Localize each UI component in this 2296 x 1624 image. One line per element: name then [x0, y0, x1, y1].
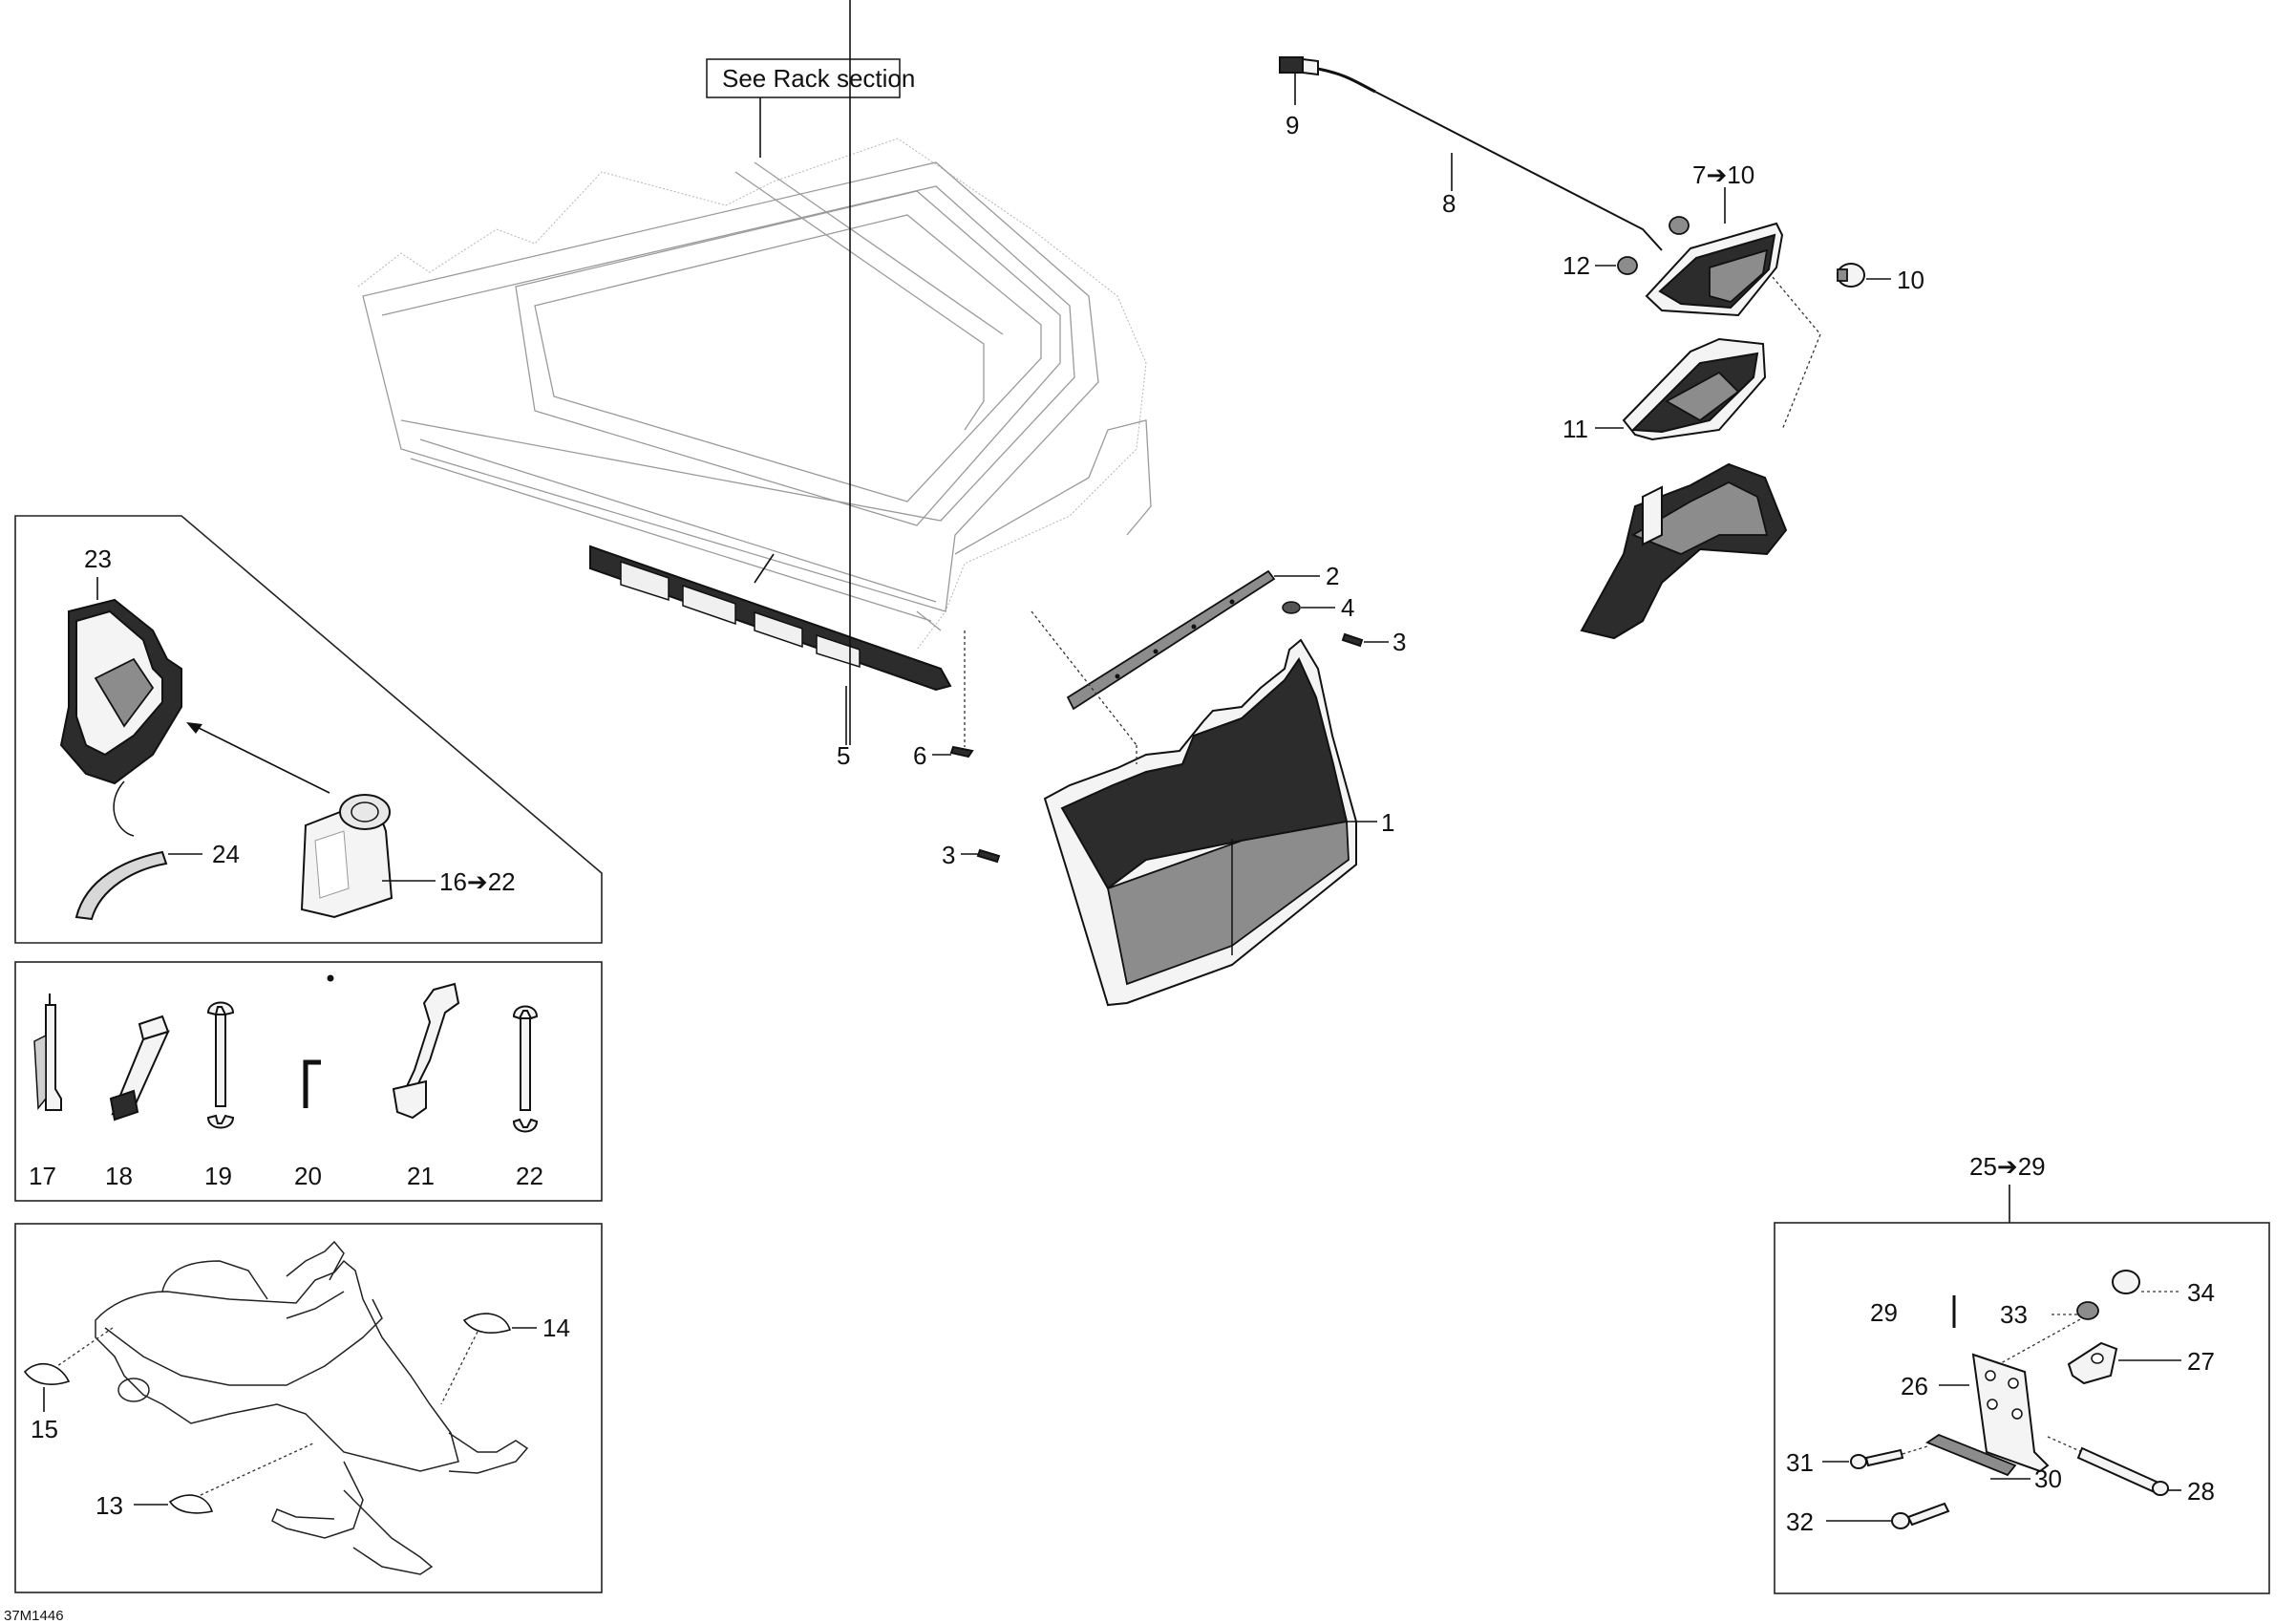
callout-9: 9	[1286, 111, 1299, 139]
tunnel-ghost-outline	[357, 138, 1152, 651]
callout-32: 32	[1786, 1507, 1814, 1536]
part-33-nut	[2052, 1301, 2099, 1320]
part-1-snowflap	[1043, 638, 1377, 1007]
part-14-decal	[462, 1313, 537, 1334]
part-12-grommet	[1595, 216, 1690, 275]
part-23-toolkit-holder	[59, 577, 182, 785]
part-28-bolt	[2047, 1436, 2181, 1496]
callout-22: 22	[516, 1162, 543, 1190]
part-4-washer	[1282, 601, 1335, 614]
part-19-wrench	[206, 1001, 235, 1129]
callout-19: 19	[204, 1162, 232, 1190]
part-22-wrench	[512, 1005, 539, 1133]
part-27-bracket	[2067, 1341, 2181, 1385]
callout-20: 20	[294, 1162, 322, 1190]
part-13-decal	[134, 1494, 214, 1514]
callout-12: 12	[1563, 251, 1590, 280]
callout-3a: 3	[1392, 628, 1406, 656]
callout-14: 14	[542, 1314, 570, 1342]
callout-23: 23	[84, 545, 112, 573]
callout-27: 27	[2187, 1347, 2215, 1376]
callout-8: 8	[1442, 189, 1456, 218]
callout-6: 6	[913, 741, 926, 770]
callout-28: 28	[2187, 1477, 2215, 1506]
taillight-bracket	[1580, 462, 1788, 640]
callout-15: 15	[31, 1415, 58, 1443]
callout-34: 34	[2187, 1278, 2215, 1307]
part-18-socket	[109, 1015, 170, 1122]
part-17-screwdriver	[33, 994, 62, 1111]
callout-7-10: 7➔10	[1692, 160, 1754, 189]
callout-16-22: 16➔22	[439, 867, 516, 896]
callout-11: 11	[1563, 415, 1588, 443]
part-2-strip	[1031, 569, 1320, 746]
part-6-screw	[932, 630, 974, 759]
callout-10: 10	[1897, 266, 1924, 294]
part-16-22-tool-bag	[113, 722, 436, 982]
callout-31: 31	[1786, 1448, 1814, 1477]
callout-33: 33	[2000, 1300, 2028, 1329]
part-24-strap	[74, 850, 202, 921]
rack-note-text: See Rack section	[722, 64, 915, 93]
part-21-spanner	[392, 982, 460, 1120]
callout-25-29: 25➔29	[1969, 1152, 2046, 1181]
callout-30: 30	[2034, 1464, 2062, 1493]
part-7-taillight-lens	[1645, 187, 1784, 317]
callout-4: 4	[1341, 593, 1354, 622]
part-5-side-rail	[589, 0, 952, 745]
callout-13: 13	[96, 1491, 123, 1520]
part-15-decal	[23, 1363, 71, 1412]
drawing-code: 37M1446	[4, 1608, 64, 1624]
callout-1: 1	[1381, 808, 1394, 837]
callout-24: 24	[212, 840, 240, 868]
callout-26: 26	[1901, 1372, 1928, 1400]
rack-note: See Rack section	[706, 58, 915, 158]
part-8-harness	[1317, 67, 1663, 251]
callout-17: 17	[29, 1162, 56, 1190]
callout-29: 29	[1870, 1298, 1898, 1327]
decals-panel	[14, 1223, 603, 1593]
part-9-connector	[1279, 56, 1319, 105]
part-26-plate	[1939, 1317, 2083, 1473]
part-32-bolt	[1826, 1502, 1950, 1529]
part-3-screw-top	[1341, 632, 1389, 648]
part-10-bulb	[1837, 263, 1891, 288]
part-11-housing	[1595, 276, 1821, 441]
callout-2: 2	[1326, 562, 1339, 590]
part-30-plate	[1925, 1433, 2030, 1480]
toolkit-panel	[14, 515, 603, 944]
part-34-cap	[2112, 1270, 2181, 1294]
part-31-bolt	[1822, 1445, 1928, 1469]
sled-outline	[56, 1240, 529, 1575]
callout-21: 21	[407, 1162, 435, 1190]
tools-panel	[14, 961, 603, 1202]
hitch-panel	[1774, 1222, 2270, 1594]
part-20-hex-key	[303, 1059, 321, 1108]
part-3-screw-bottom	[961, 848, 1001, 864]
callout-5: 5	[837, 741, 850, 770]
callout-3b: 3	[942, 841, 955, 869]
callout-18: 18	[105, 1162, 133, 1190]
